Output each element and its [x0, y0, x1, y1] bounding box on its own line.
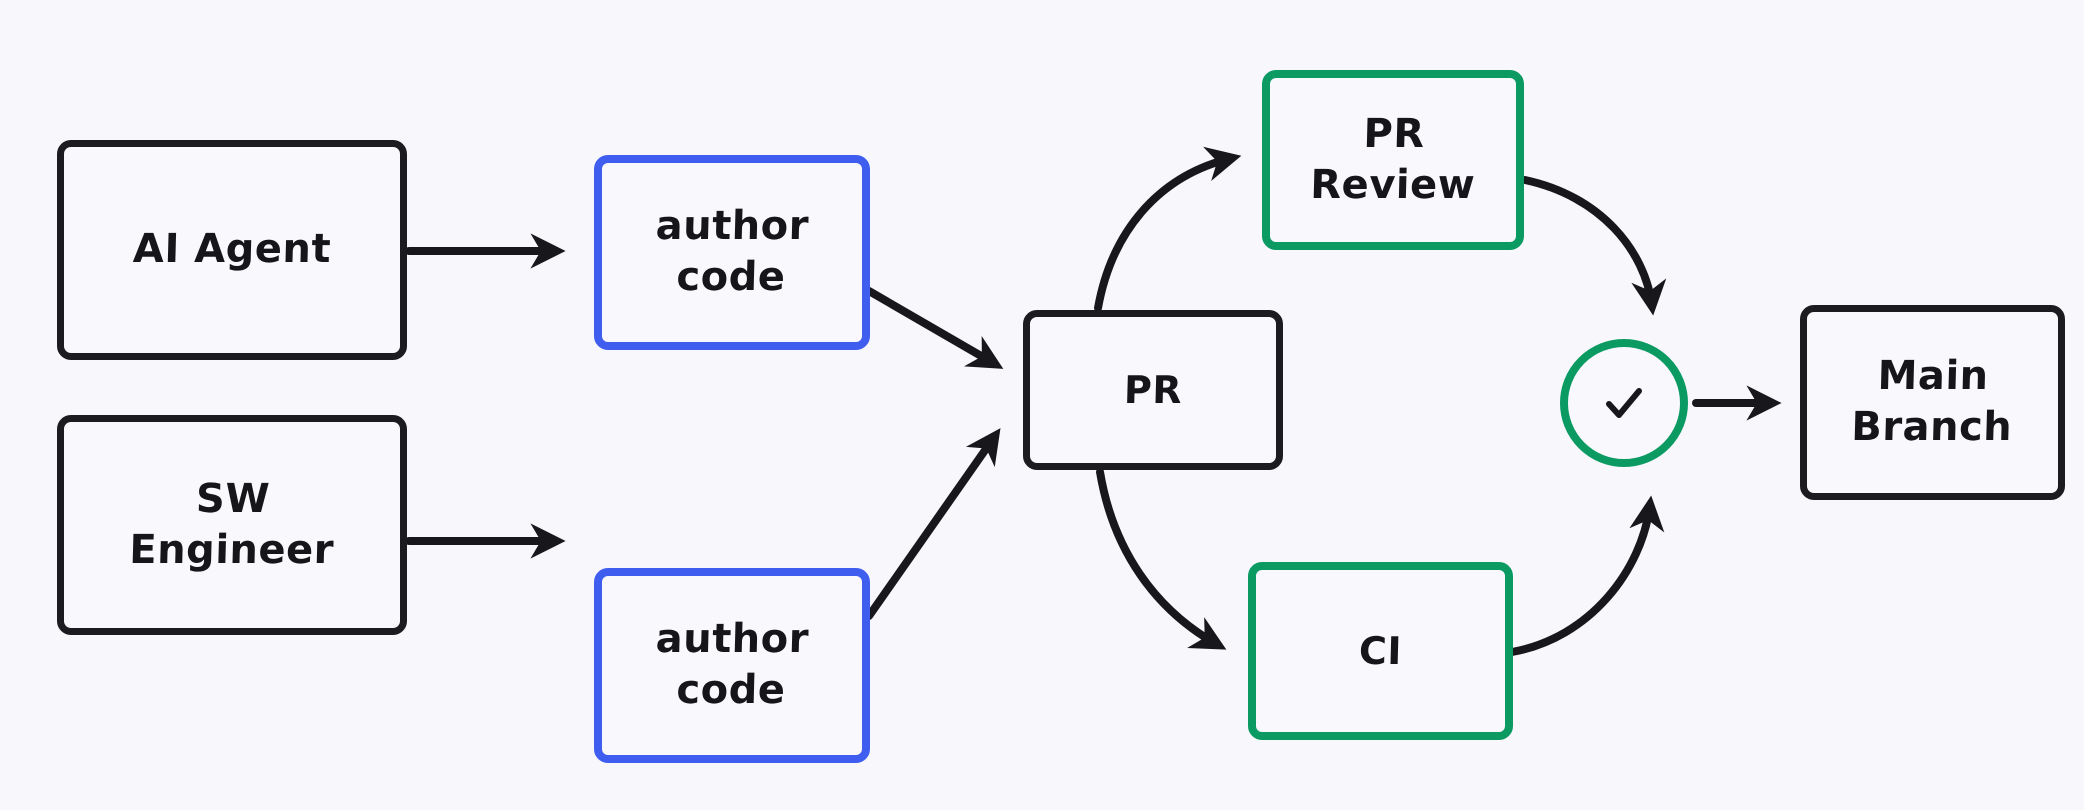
node-main-branch-label: Main Branch [1850, 353, 2013, 451]
node-author-code-ai[interactable]: author code [594, 155, 870, 350]
node-ci[interactable]: CI [1248, 562, 1513, 740]
check-icon [1595, 374, 1653, 432]
node-pr[interactable]: PR [1023, 310, 1283, 470]
approved-check-circle[interactable] [1560, 339, 1688, 467]
node-author-code-sw-label: author code [655, 616, 810, 714]
node-ci-label: CI [1358, 628, 1403, 673]
edge-pr-to-ci [1096, 468, 1227, 650]
node-main-branch[interactable]: Main Branch [1800, 305, 2065, 500]
edge-author-code-to-pr-top [865, 287, 1004, 369]
node-sw-engineer-label: SW Engineer [128, 475, 335, 573]
node-ai-agent[interactable]: AI Agent [57, 140, 407, 360]
edge-pr-review-to-check [1521, 176, 1667, 316]
node-sw-engineer[interactable]: SW Engineer [57, 415, 407, 635]
node-ai-agent-label: AI Agent [132, 226, 332, 273]
node-pr-review-label: PR Review [1309, 110, 1476, 208]
edge-ci-to-check [1508, 495, 1665, 656]
edge-author-code-to-pr-bottom [865, 428, 1001, 620]
node-author-code-ai-label: author code [655, 203, 810, 301]
node-pr-review[interactable]: PR Review [1262, 70, 1524, 250]
node-pr-label: PR [1123, 367, 1183, 412]
edge-pr-to-pr-review [1094, 146, 1242, 312]
node-author-code-sw[interactable]: author code [594, 568, 870, 763]
